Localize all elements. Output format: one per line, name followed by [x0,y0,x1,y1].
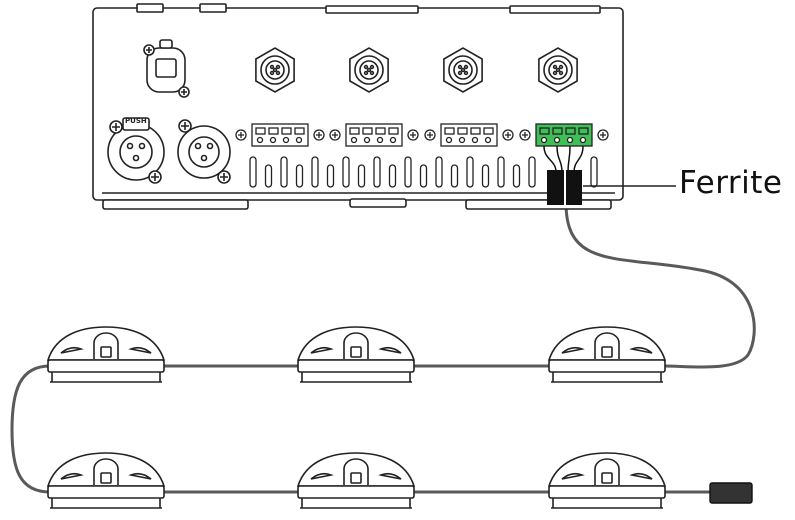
sensor-nodes [46,326,667,509]
terminal-block-active [519,123,609,147]
ethernet-port [143,39,190,98]
xlr-connector-out [177,119,231,184]
terminal-blocks [235,123,609,173]
m12-connector [538,47,578,93]
vent-slot [280,156,288,188]
vent-slot [481,164,490,188]
sensor-node [296,326,416,383]
sensor-node [547,452,667,509]
vent-slot [590,156,598,188]
push-label: PUSH [125,117,147,125]
vent-slot [373,156,381,188]
vent-slot [466,156,474,188]
terminal-block [424,123,514,147]
terminal-block [235,123,325,147]
vent-slot [357,164,366,188]
vent-slot [435,156,443,188]
vent-slot [342,156,350,188]
sensor-node [547,326,667,383]
terminal-block [329,123,419,147]
end-connector [709,482,753,504]
sensor-node [296,452,416,509]
vent-slot [249,156,257,188]
vent-slots [249,156,598,188]
m12-connector [443,47,483,93]
vent-slot [512,164,521,188]
ferrite-core [547,170,582,205]
xlr-connector-in [107,117,165,184]
sensor-node [46,452,166,509]
vent-slot [295,164,304,188]
vent-slot [404,156,412,188]
vent-slot [388,164,397,188]
vent-slot [450,164,459,188]
m12-connector [349,47,389,93]
vent-slot [497,156,505,188]
sensor-node [46,326,166,383]
m12-connector [255,47,295,93]
vent-slot [528,156,536,188]
m12-connectors [255,47,578,93]
vent-slot [326,164,335,188]
vent-slot [419,164,428,188]
cable [10,201,756,494]
vent-slot [264,164,273,188]
vent-slot [311,156,319,188]
ferrite-callout-label: Ferrite [679,165,783,201]
terminal-wires [543,145,584,173]
